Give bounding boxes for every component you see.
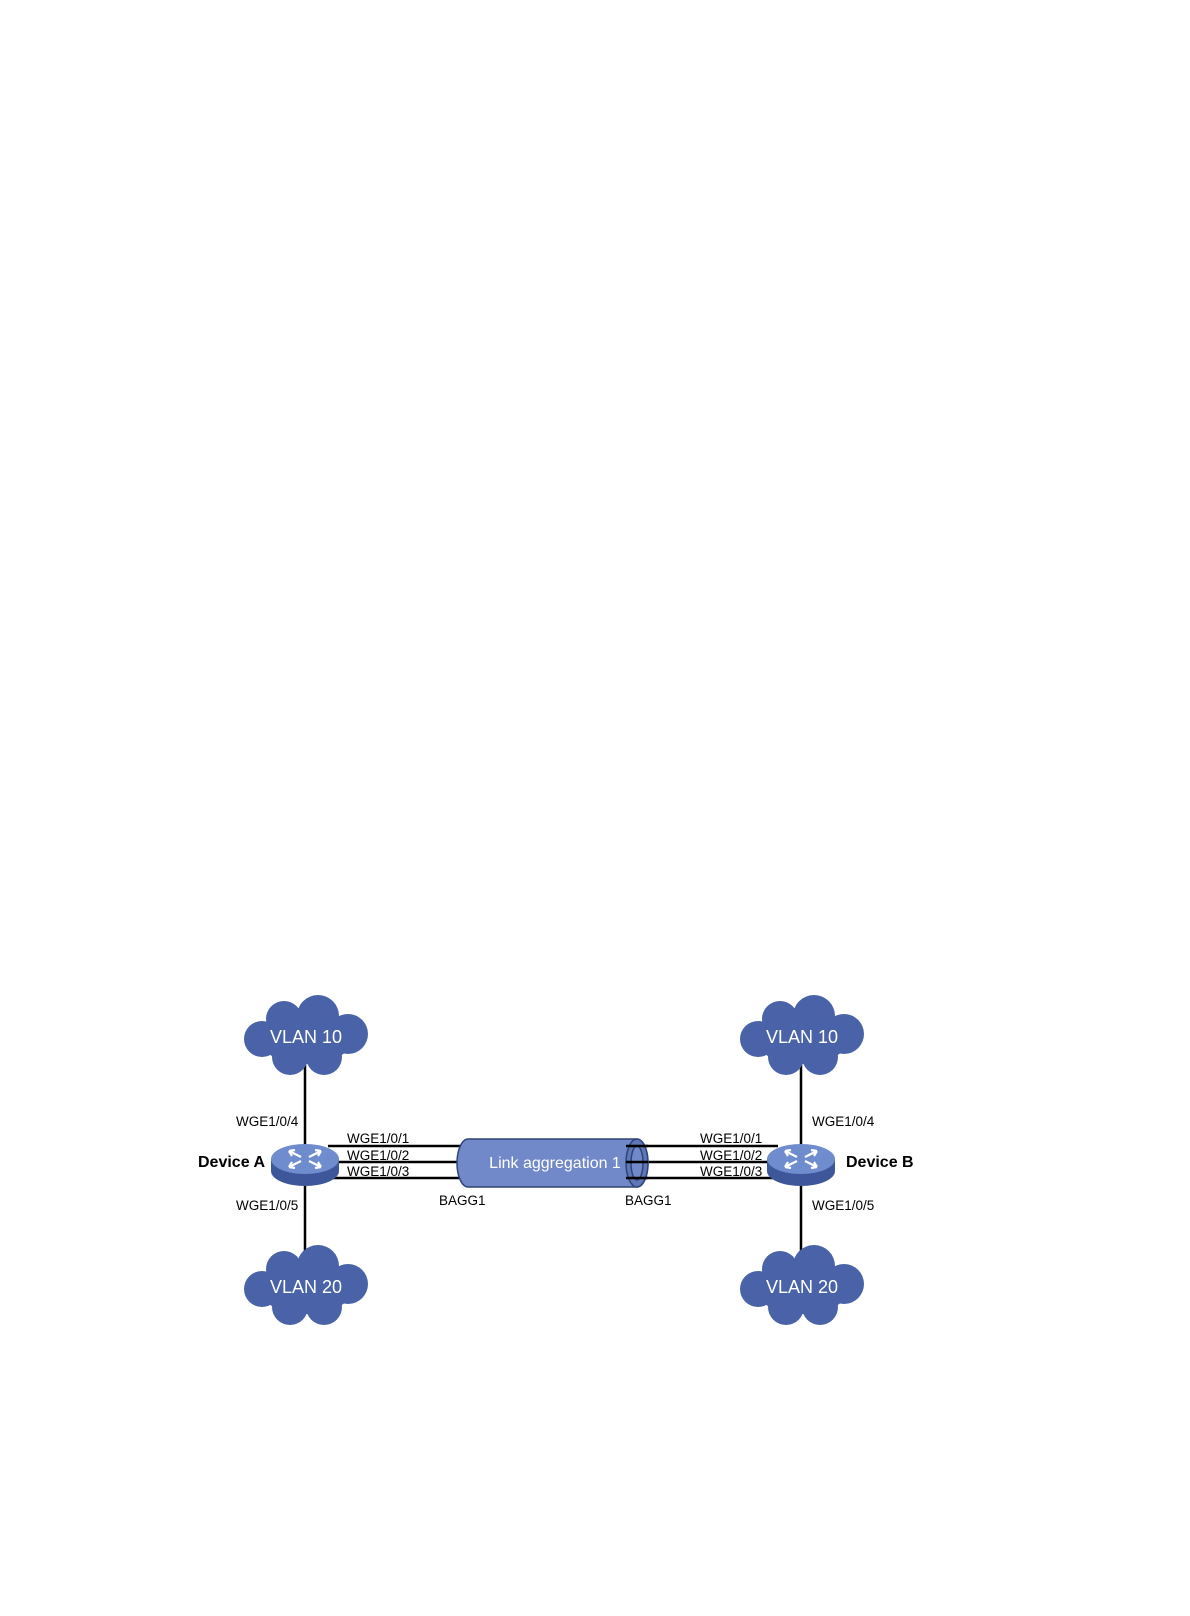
device-a-name: Device A — [198, 1154, 265, 1171]
device-b-member-port-2: WGE1/0/2 — [700, 1148, 762, 1163]
link-aggregation-label: Link aggregation 1 — [489, 1155, 621, 1172]
device-b-member-port-3: WGE1/0/3 — [700, 1164, 762, 1179]
switch-icon — [767, 1144, 835, 1186]
switch-icon — [271, 1144, 339, 1186]
device-b-port-down: WGE1/0/5 — [812, 1198, 874, 1213]
device-b-member-port-1: WGE1/0/1 — [700, 1131, 762, 1146]
device-b-bagg: BAGG1 — [625, 1193, 672, 1208]
device-a-member-port-2: WGE1/0/2 — [347, 1148, 409, 1163]
device-a-bagg: BAGG1 — [439, 1193, 486, 1208]
cloud-label-b-bottom: VLAN 20 — [766, 1277, 838, 1297]
device-b-name: Device B — [846, 1154, 914, 1171]
device-b-port-up: WGE1/0/4 — [812, 1114, 875, 1129]
cloud-label-a-bottom: VLAN 20 — [270, 1277, 342, 1297]
device-a-member-port-1: WGE1/0/1 — [347, 1131, 409, 1146]
device-a-member-port-3: WGE1/0/3 — [347, 1164, 409, 1179]
device-a-port-down: WGE1/0/5 — [236, 1198, 298, 1213]
cloud-label-a-top: VLAN 10 — [270, 1027, 342, 1047]
device-a-port-up: WGE1/0/4 — [236, 1114, 299, 1129]
cloud-label-b-top: VLAN 10 — [766, 1027, 838, 1047]
